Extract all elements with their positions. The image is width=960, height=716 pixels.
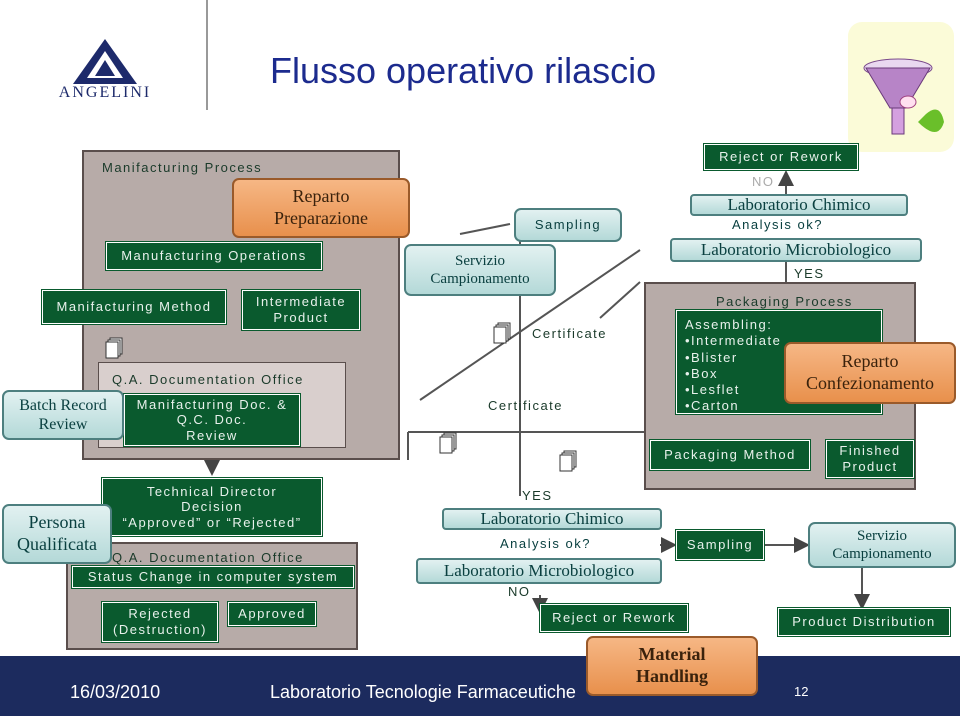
footer-date: 16/03/2010: [70, 682, 161, 702]
reparto-preparazione-box[interactable]: Reparto Preparazione: [232, 178, 410, 238]
logo-text: ANGELINI: [58, 84, 152, 101]
certificate-label-1: Certificate: [532, 326, 608, 341]
status-change-box[interactable]: Status Change in computer system: [71, 565, 355, 589]
intermediate-product-box[interactable]: Intermediate Product: [241, 289, 361, 331]
approved-box[interactable]: Approved: [227, 601, 317, 627]
document-icon: [104, 337, 126, 364]
yes-label-top: YES: [794, 266, 825, 281]
rejected-box[interactable]: Rejected (Destruction): [101, 601, 219, 643]
certificate-document-icon-2: [438, 432, 460, 459]
funnel-illustration: [848, 22, 954, 152]
packaging-process-label: Packaging Process: [716, 294, 853, 309]
technical-director-box[interactable]: Technical Director Decision “Approved” o…: [101, 477, 323, 537]
lab-chimico-bottom-box[interactable]: Laboratorio Chimico: [442, 508, 662, 530]
sampling-bottom-box[interactable]: Sampling: [675, 529, 765, 561]
product-distribution-box[interactable]: Product Distribution: [777, 607, 951, 637]
packaging-method-box[interactable]: Packaging Method: [649, 439, 811, 471]
qa-documentation-office-label: Q.A. Documentation Office: [112, 372, 304, 387]
servizio-campionamento-bottom-box[interactable]: Servizio Campionamento: [808, 522, 956, 568]
finished-product-box[interactable]: Finished Product: [825, 439, 915, 479]
sampling-top-box[interactable]: Sampling: [514, 208, 622, 242]
lab-microbiologico-top-box[interactable]: Laboratorio Microbiologico: [670, 238, 922, 262]
manufacturing-process-label: Manifacturing Process: [102, 160, 263, 175]
angelini-logo: ANGELINI: [55, 36, 155, 106]
material-handling-box[interactable]: Material Handling: [586, 636, 758, 696]
lab-chimico-top-box[interactable]: Laboratorio Chimico: [690, 194, 908, 216]
manifacturing-method-box[interactable]: Manifacturing Method: [41, 289, 227, 325]
analysis-ok-top-label: Analysis ok?: [732, 217, 823, 232]
reparto-confezionamento-box[interactable]: Reparto Confezionamento: [784, 342, 956, 404]
page-title: Flusso operativo rilascio: [270, 50, 657, 91]
analysis-ok-bottom-label: Analysis ok?: [500, 536, 591, 551]
footer-org: Laboratorio Tecnologie Farmaceutiche: [270, 682, 576, 702]
manifacturing-doc-review-box[interactable]: Manifacturing Doc. & Q.C. Doc. Review: [123, 393, 301, 447]
reject-or-rework-top-box[interactable]: Reject or Rework: [703, 143, 859, 171]
yes-label-bottom: YES: [522, 488, 553, 503]
logo-divider: [206, 0, 208, 110]
lab-microbiologico-bottom-box[interactable]: Laboratorio Microbiologico: [416, 558, 662, 584]
servizio-campionamento-top-box[interactable]: Servizio Campionamento: [404, 244, 556, 296]
page-number: 12: [794, 684, 809, 699]
no-label-top: NO: [752, 174, 775, 189]
certificate-document-icon: [492, 322, 514, 349]
certificate-document-icon-3: [558, 450, 580, 477]
footer-bar: [0, 656, 960, 716]
qa-doc-office-status-label: Q.A. Documentation Office: [112, 550, 304, 565]
persona-qualificata-box[interactable]: Persona Qualificata: [2, 504, 112, 564]
reject-or-rework-bottom-box[interactable]: Reject or Rework: [539, 603, 689, 633]
manufacturing-operations-box[interactable]: Manufacturing Operations: [105, 241, 323, 271]
funnel-icon: [863, 58, 944, 135]
certificate-label-2: Certificate: [488, 398, 564, 413]
no-label-bottom: NO: [508, 584, 531, 599]
angelini-logo-mark: [73, 39, 137, 84]
batch-record-review-box[interactable]: Batch Record Review: [2, 390, 124, 440]
